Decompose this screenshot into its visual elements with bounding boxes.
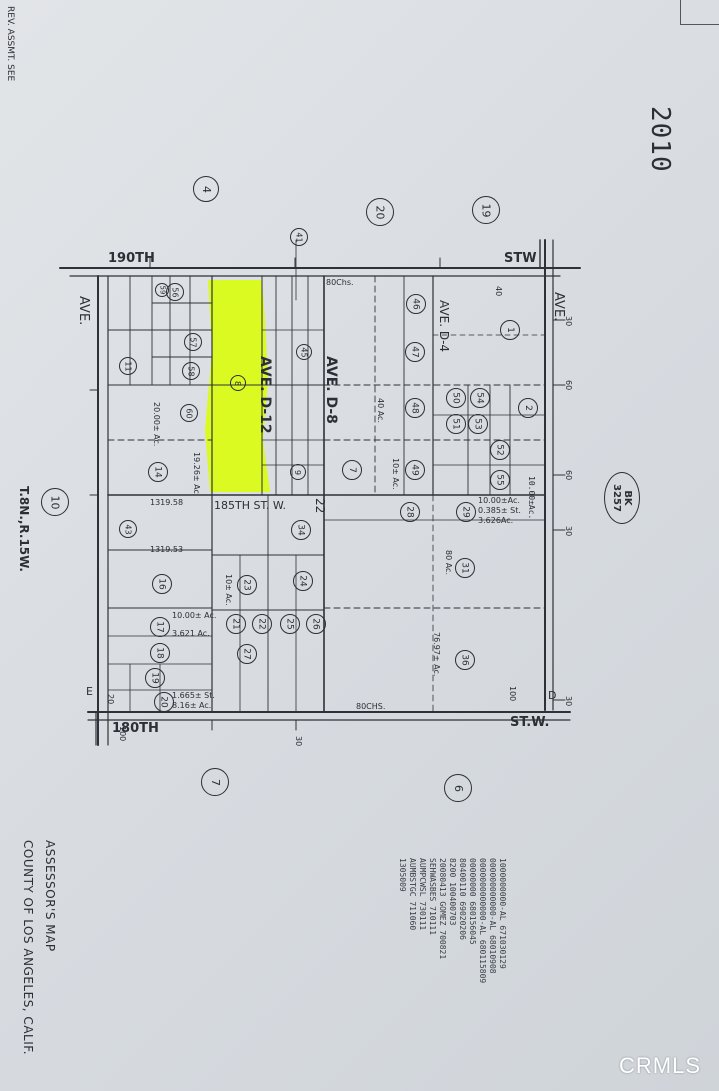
parcel-57: 57 (184, 333, 202, 351)
parcel-19: 19 (145, 668, 165, 688)
parcel-9: 9 (290, 464, 306, 480)
parcel-2: 2 (518, 398, 538, 418)
acreage-6: 40 Ac. (376, 398, 385, 423)
parcel-28: 28 (400, 502, 420, 522)
parcel-55: 55 (490, 470, 510, 490)
acreage-2: 0.385± St. (478, 506, 521, 515)
acreage-8: 20.00± Ac. (152, 402, 161, 447)
parcel-48: 48 (405, 398, 425, 418)
label-d: D (548, 689, 557, 702)
tick-40: 40 (494, 286, 503, 297)
parcel-24: 24 (293, 571, 313, 591)
parcel-50: 50 (446, 388, 466, 408)
acreage-4: 80 Ac. (444, 550, 453, 575)
parcel-41: 41 (290, 228, 308, 246)
street-west-ave: AVE. (76, 296, 91, 326)
parcel-1: 1 (500, 320, 520, 340)
street-180th: 180TH (112, 721, 159, 736)
map-title-line1: ASSESSOR'S MAP (43, 840, 57, 952)
acreage-12: 10.00± Ac. (172, 611, 217, 620)
street-180th-stw: ST.W. (510, 715, 550, 730)
tick-60a: 60 (564, 380, 573, 391)
section-10-circle: 10 (41, 488, 69, 516)
label-80chs-bottom: 80CHS. (356, 702, 386, 711)
parcel-25: 25 (280, 614, 300, 634)
section-20-circle: 20 (366, 198, 394, 226)
street-ave-d4: AVE. D-4 (437, 300, 451, 353)
parcel-43: 43 (119, 520, 137, 538)
parcel-26: 26 (306, 614, 326, 634)
parcel-47: 47 (405, 342, 425, 362)
parcel-16: 16 (152, 574, 172, 594)
section-7-circle: 7 (201, 768, 229, 796)
acreage-1b: 10.00±Ac. (478, 496, 520, 505)
parcel-54: 54 (470, 388, 490, 408)
tick-30b: 30 (564, 526, 573, 537)
parcel-60: 60 (180, 404, 198, 422)
tick-100a: 100 (508, 686, 517, 702)
parcel-46: 46 (406, 294, 426, 314)
parcel-7: 7 (342, 460, 362, 480)
street-ave-d12: AVE. D-12 (257, 356, 273, 434)
street-185th: 185TH ST. W. (214, 499, 286, 512)
parcel-23: 23 (237, 575, 257, 595)
parcel-36: 36 (455, 650, 475, 670)
recording-notes: 1000000000-AL 671030129 000000000000-AL … (398, 858, 507, 984)
dimension-1319-58: 1319.58 (150, 498, 184, 507)
acreage-5: 76.97± Ac. (432, 632, 441, 677)
street-190th: 190TH (108, 251, 155, 266)
dimension-1319-53: 1319.53 (150, 545, 184, 554)
parcel-34: 34 (291, 520, 311, 540)
street-ave-d8: AVE. D-8 (323, 356, 339, 424)
acreage-13: 3.621 Ac. (172, 629, 210, 638)
parcel-20: 20 (154, 692, 174, 712)
label-80chs-top: 80Chs. (326, 278, 354, 287)
street-stw: STW (504, 251, 537, 266)
acreage-3: 3.626Ac. (478, 516, 514, 525)
crmls-watermark: CRMLS (618, 1053, 701, 1078)
parcel-29: 29 (456, 502, 476, 522)
section-19-circle: 19 (472, 196, 500, 224)
label-e: E (86, 685, 93, 698)
section-22-label: 22 (313, 498, 327, 514)
acreage-15: 1.665± St. (172, 691, 215, 700)
acreage-16: 8.16± Ac. (172, 701, 212, 710)
parcel-49: 49 (405, 460, 425, 480)
tick-60b: 60 (564, 470, 573, 481)
tick-30d: 30 (294, 736, 303, 747)
acreage-9: 19.26± Ac. (192, 452, 201, 497)
parcel-27: 27 (237, 644, 257, 664)
acreage-14: 10± Ac. (224, 574, 233, 606)
parcel-14: 14 (148, 462, 168, 482)
parcel-58: 58 (182, 362, 200, 380)
parcel-51: 51 (446, 414, 466, 434)
parcel-53: 53 (468, 414, 488, 434)
township-range: T.8N.,R.15W. (17, 486, 31, 572)
map-title-line2: COUNTY OF LOS ANGELES, CALIF. (21, 840, 35, 1056)
section-6-circle: 6 (444, 774, 472, 802)
parcel-17: 17 (150, 617, 170, 637)
parcel-31: 31 (455, 558, 475, 578)
acreage-7: 10± Ac. (391, 458, 400, 490)
parcel-11: 11 (119, 357, 137, 375)
parcel-59: 59 (155, 283, 169, 297)
parcel-22: 22 (252, 614, 272, 634)
tick-100b: 100 (118, 726, 127, 742)
corner-stamp-box (680, 0, 719, 25)
parcel-18: 18 (150, 643, 170, 663)
parcel-8: 8 (230, 375, 246, 391)
tick-30c: 30 (564, 696, 573, 707)
tick-20: 20 (106, 694, 115, 705)
section-4-circle: 4 (193, 176, 219, 202)
parcel-45: 45 (296, 344, 312, 360)
parcel-52: 52 (490, 440, 510, 460)
acreage-1: 10.00±Ac. (527, 476, 536, 520)
parcel-21: 21 (226, 614, 246, 634)
tick-30a: 30 (564, 316, 573, 327)
